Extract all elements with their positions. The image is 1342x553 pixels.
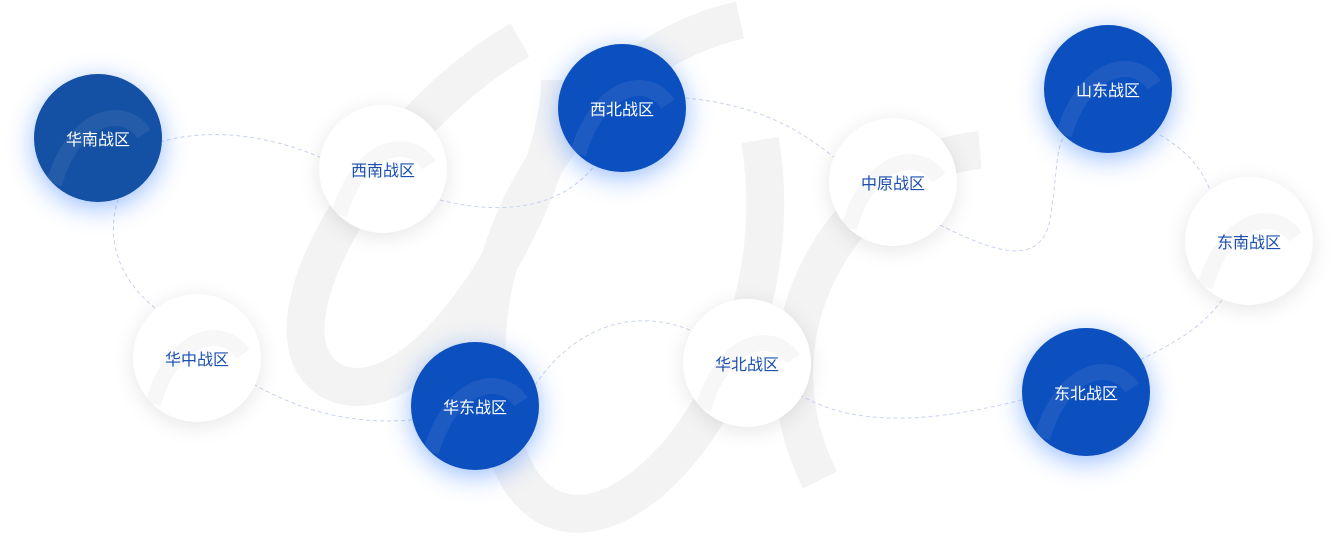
node-label: 东北战区 bbox=[1053, 384, 1118, 403]
node-zhongyuan[interactable]: 中原战区 bbox=[829, 118, 957, 246]
node-label: 西南战区 bbox=[350, 161, 415, 180]
node-dongbei[interactable]: 东北战区 bbox=[1022, 328, 1150, 456]
node-label: 华北战区 bbox=[714, 355, 779, 374]
node-shandong[interactable]: 山东战区 bbox=[1044, 25, 1172, 153]
node-label: 山东战区 bbox=[1075, 81, 1140, 100]
node-huabei[interactable]: 华北战区 bbox=[683, 299, 811, 427]
swoosh-icon bbox=[46, 110, 151, 187]
node-label: 中原战区 bbox=[860, 174, 925, 193]
node-label: 华南战区 bbox=[65, 130, 130, 149]
node-huanan[interactable]: 华南战区 bbox=[34, 74, 162, 202]
node-huazhong[interactable]: 华中战区 bbox=[133, 294, 261, 422]
swoosh-icon bbox=[570, 80, 675, 157]
node-label: 西北战区 bbox=[589, 100, 654, 119]
node-label: 华中战区 bbox=[164, 350, 229, 369]
swoosh-icon bbox=[1056, 61, 1161, 138]
swoosh-icon bbox=[423, 378, 528, 455]
node-xibei[interactable]: 西北战区 bbox=[558, 44, 686, 172]
swoosh-icon bbox=[1034, 364, 1139, 441]
node-huadong[interactable]: 华东战区 bbox=[411, 342, 539, 470]
node-label: 华东战区 bbox=[442, 398, 507, 417]
node-label: 东南战区 bbox=[1216, 233, 1281, 252]
node-xinan[interactable]: 西南战区 bbox=[319, 105, 447, 233]
node-dongnan[interactable]: 东南战区 bbox=[1185, 177, 1313, 305]
